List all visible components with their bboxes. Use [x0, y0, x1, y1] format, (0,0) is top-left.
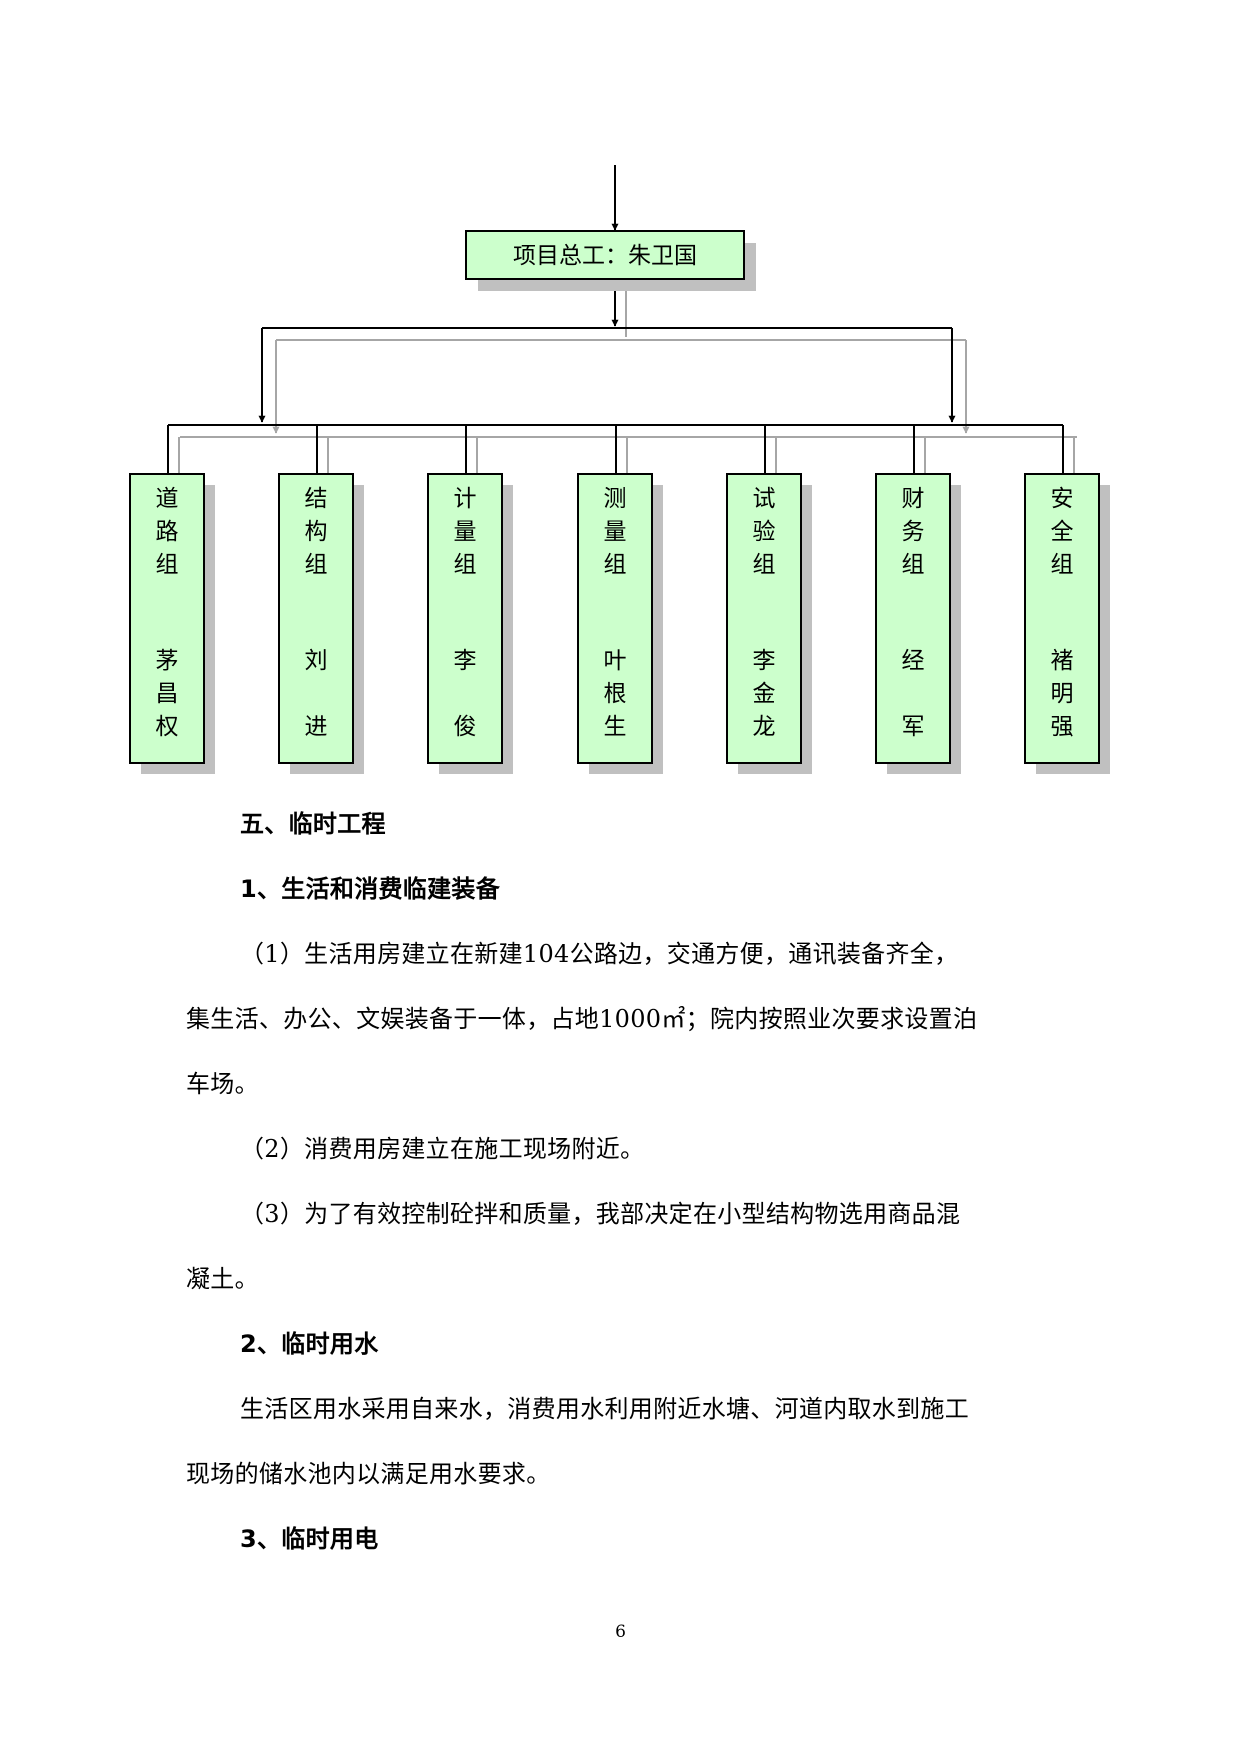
group-leader-char: 权 [156, 714, 179, 740]
group-name-char: 组 [753, 552, 776, 578]
connector-shadow-lines [178, 290, 1077, 486]
group-name-char: 构 [305, 519, 328, 545]
connector-lines [167, 165, 1064, 474]
paragraph-line: （1）生活用房建立在新建104公路边，交通方便，通讯装备齐全， [240, 940, 959, 968]
group-box [129, 473, 205, 764]
paragraph-line: 车场。 [186, 1070, 259, 1098]
group-leader-char: 根 [604, 681, 627, 707]
group-name-char: 组 [454, 552, 477, 578]
group-name-char: 量 [454, 519, 477, 545]
subsection-title-1: 1、生活和消费临建装备 [240, 875, 500, 903]
group-name-char: 试 [753, 486, 776, 512]
group-leader-char: 褚 [1051, 648, 1074, 674]
group-name-char: 验 [753, 519, 776, 545]
group-leader-char: 叶 [604, 648, 627, 674]
group-name-char: 计 [454, 486, 477, 512]
subsection-title-2: 2、临时用水 [240, 1330, 379, 1358]
page-number: 6 [615, 1622, 626, 1642]
group-name-char: 组 [156, 552, 179, 578]
paragraph-line: 凝土。 [186, 1265, 259, 1293]
group-leader-char: 李 [753, 648, 776, 674]
top-box [465, 230, 745, 280]
group-name-char: 测 [604, 486, 627, 512]
group-box [278, 473, 354, 764]
group-leader-char: 金 [753, 681, 776, 707]
org-chart: 项目总工：朱卫国道路组茅昌权结构组刘进计量组李俊测量组叶根生试验组李金龙财务组经… [129, 165, 1110, 774]
paragraph-line: 生活区用水采用自来水，消费用水利用附近水塘、河道内取水到施工 [240, 1395, 969, 1423]
group-name-char: 全 [1051, 519, 1074, 545]
group-name-char: 结 [305, 486, 328, 512]
group-name-char: 财 [902, 486, 925, 512]
paragraph-line: （3）为了有效控制砼拌和质量，我部决定在小型结构物选用商品混 [240, 1200, 961, 1228]
group-name-char: 安 [1051, 486, 1074, 512]
group-leader-char: 明 [1051, 681, 1074, 707]
group-leader-char: 李 [454, 648, 477, 674]
paragraph-line: 现场的储水池内以满足用水要求。 [186, 1460, 551, 1488]
org-boxes: 项目总工：朱卫国道路组茅昌权结构组刘进计量组李俊测量组叶根生试验组李金龙财务组经… [129, 230, 1110, 774]
group-leader-char: 昌 [156, 681, 179, 707]
group-leader-char: 军 [902, 714, 925, 740]
group-leader-char: 生 [604, 714, 627, 740]
group-box [875, 473, 951, 764]
group-name-char: 组 [902, 552, 925, 578]
group-box [427, 473, 503, 764]
group-box [726, 473, 802, 764]
group-leader-char: 刘 [305, 648, 328, 674]
group-box [577, 473, 653, 764]
group-box [1024, 473, 1100, 764]
group-name-char: 路 [156, 519, 179, 545]
group-name-char: 组 [305, 552, 328, 578]
group-name-char: 组 [604, 552, 627, 578]
group-name-char: 道 [156, 486, 179, 512]
group-leader-char: 茅 [156, 648, 179, 674]
section-title: 五、临时工程 [240, 810, 386, 838]
group-name-char: 务 [902, 519, 925, 545]
group-leader-char: 强 [1051, 714, 1074, 740]
subsection-title-3: 3、临时用电 [240, 1525, 379, 1553]
group-leader-char: 龙 [753, 714, 776, 740]
group-leader-char: 经 [902, 648, 925, 674]
group-leader-char: 俊 [454, 714, 477, 740]
group-leader-char: 进 [305, 714, 328, 740]
paragraph-line: （2）消费用房建立在施工现场附近。 [240, 1135, 645, 1163]
group-name-char: 组 [1051, 552, 1074, 578]
group-name-char: 量 [604, 519, 627, 545]
paragraph-line: 集生活、办公、文娱装备于一体，占地1000㎡；院内按照业次要求设置泊 [186, 1005, 978, 1033]
top-box-label: 项目总工：朱卫国 [513, 243, 697, 269]
